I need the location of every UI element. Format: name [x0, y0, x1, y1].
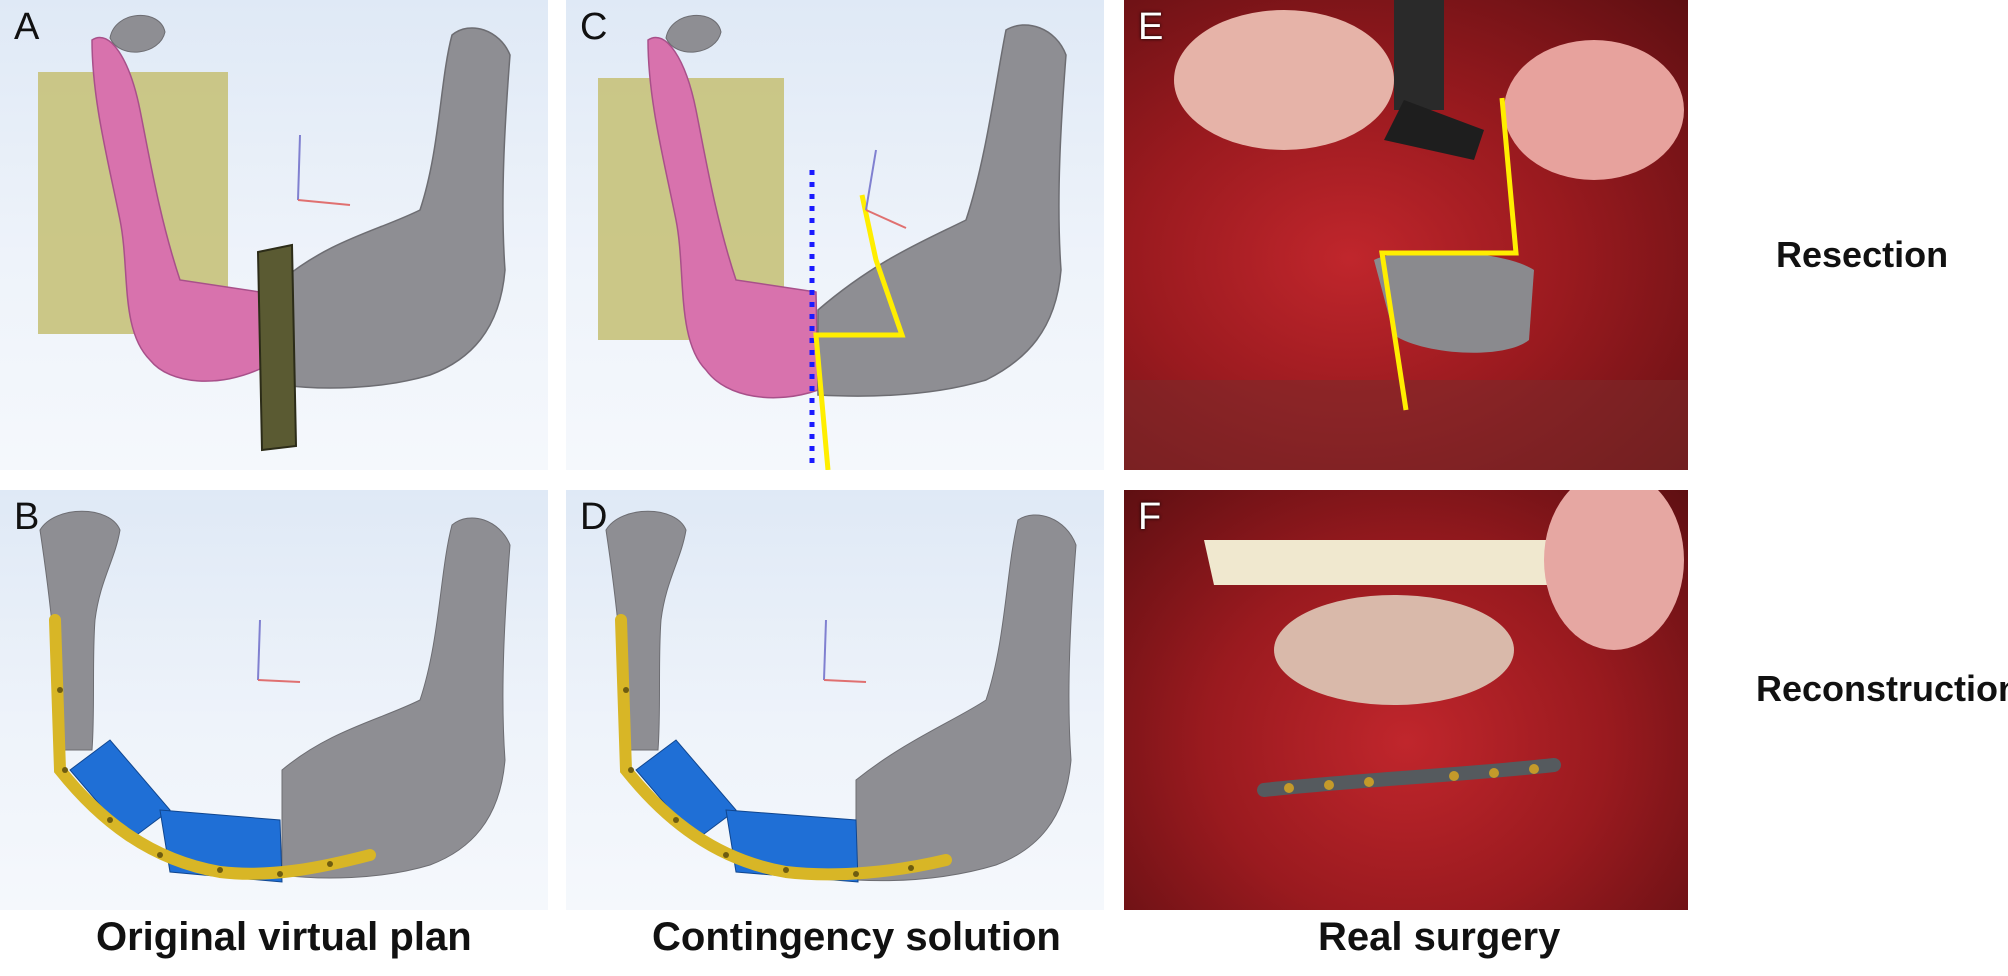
- mandible-resection-render-a: [38, 15, 511, 452]
- cutting-guide-slab: [256, 243, 298, 452]
- tissue-flap: [1174, 10, 1394, 150]
- reconstruction-plate: [615, 614, 952, 881]
- panel-e-surgery-resection-photo: E: [1124, 0, 1688, 470]
- remaining-mandible: [817, 24, 1067, 397]
- remaining-right-mandible: [281, 517, 511, 879]
- plate-screws: [57, 687, 333, 877]
- remaining-right-mandible: [855, 514, 1077, 882]
- panel-letter-e: E: [1138, 6, 1164, 48]
- caption-real-surgery: Real surgery: [1318, 915, 1561, 959]
- panel-b-virtual-reconstruction: B: [0, 490, 548, 910]
- mandible-reconstruction-render-d: [605, 510, 1077, 883]
- contingency-cut-line: [813, 194, 906, 470]
- oral-mucosa: [1274, 595, 1514, 705]
- caption-original-virtual-plan: Original virtual plan: [96, 915, 472, 959]
- condyle: [109, 15, 166, 53]
- axis-y: [823, 619, 827, 681]
- panel-letter-a: A: [14, 6, 40, 48]
- axis-x: [823, 679, 867, 683]
- plate-screws: [1284, 764, 1539, 793]
- axis-y: [257, 619, 261, 681]
- plate-screws: [623, 687, 914, 877]
- instrument: [1384, 100, 1484, 160]
- row-label-resection: Resection: [1776, 234, 1949, 275]
- panel-letter-d: D: [580, 496, 608, 538]
- lip-tissue: [1544, 490, 1684, 650]
- upper-teeth: [1204, 540, 1564, 585]
- axis-y: [297, 134, 301, 201]
- resected-segment: [647, 36, 819, 399]
- reconstruction-plate: [49, 614, 376, 880]
- panel-letter-f: F: [1138, 496, 1162, 538]
- panel-letter-c: C: [580, 6, 608, 48]
- axis-x: [297, 199, 351, 206]
- axis-y: [865, 149, 877, 211]
- surgery-photo-e: [1124, 0, 1688, 470]
- cutting-guide-metal: [1374, 251, 1534, 353]
- resected-segment: [91, 36, 263, 382]
- panel-d-contingency-reconstruction: D: [566, 490, 1104, 910]
- mandible-resection-render-c: [598, 15, 1067, 470]
- mandible-reconstruction-render-b: [39, 510, 511, 883]
- remaining-mandible: [281, 27, 511, 389]
- condyle: [665, 15, 722, 53]
- panel-letter-b: B: [14, 496, 40, 538]
- caption-contingency-solution: Contingency solution: [652, 915, 1061, 959]
- lip-tissue: [1504, 40, 1684, 180]
- panel-a-virtual-resection: A: [0, 0, 548, 470]
- axis-x: [257, 679, 301, 683]
- axis-x: [865, 209, 907, 229]
- surgery-photo-f: [1204, 490, 1684, 797]
- reconstruction-plate: [1257, 758, 1561, 797]
- contingency-cut-line: [1379, 97, 1519, 411]
- retractor: [1394, 0, 1444, 110]
- panel-c-contingency-resection: C: [566, 0, 1104, 470]
- row-label-reconstruction: Reconstruction: [1756, 668, 2008, 709]
- panel-f-surgery-reconstruction-photo: F: [1124, 490, 1688, 910]
